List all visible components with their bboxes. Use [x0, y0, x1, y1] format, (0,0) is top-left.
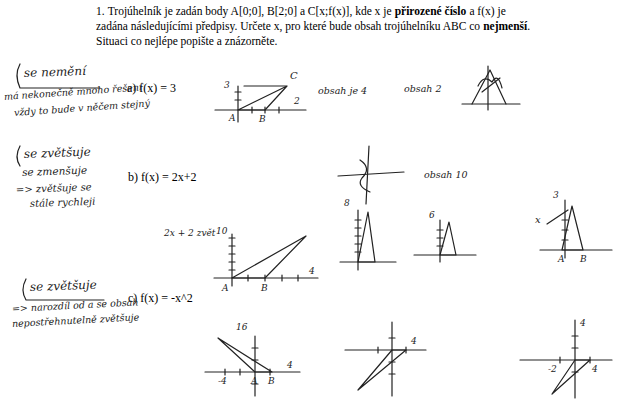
- handwritten-note: obsah 2: [404, 84, 442, 95]
- handwritten-note: obsah 10: [424, 170, 468, 181]
- task-text-segment: Trojúhelník je zadán body A[0;0], B[2;0]…: [108, 5, 392, 17]
- graph-b1: [214, 234, 318, 286]
- axis-label: 4: [411, 336, 417, 346]
- axis-label: A: [251, 376, 258, 386]
- graph-c1: [205, 336, 300, 396]
- graph-b2: [340, 210, 396, 270]
- graph-cross: [338, 146, 404, 204]
- axis-label: 2: [294, 96, 300, 106]
- handwritten-note: se nemění: [24, 65, 86, 81]
- axis-label: 3: [224, 80, 230, 90]
- axis-label: A: [222, 283, 229, 293]
- axis-label: 8: [344, 198, 350, 208]
- axis-label: B: [259, 114, 266, 124]
- axis-label: 6: [429, 210, 435, 220]
- task-text-segment: 1.: [96, 5, 105, 17]
- axis-label: B: [580, 254, 587, 264]
- axis-label: 3: [553, 190, 559, 200]
- graph-c3: [520, 320, 612, 398]
- axis-label: x: [535, 214, 541, 226]
- axis-label: 4: [592, 364, 598, 374]
- handwritten-note: se zvětšuje: [24, 146, 91, 162]
- graph-b4: [540, 200, 612, 258]
- handwritten-note: se zvětšuje: [30, 279, 97, 295]
- axis-label: -2: [548, 364, 557, 374]
- graph-c2: [345, 322, 426, 396]
- handwritten-note: nepostřehnutelně zvětšuje: [12, 312, 140, 330]
- task-text: 1.Trojúhelník je zadán body A[0;0], B[2;…: [96, 4, 536, 49]
- graph-a2: [462, 66, 520, 110]
- axis-label: 4: [287, 360, 293, 370]
- axis-label: 4: [309, 266, 315, 276]
- graph-b3: [414, 220, 476, 262]
- axis-label: B: [268, 376, 275, 386]
- axis-label: 16: [236, 322, 247, 332]
- axis-label: 4: [580, 318, 586, 328]
- axis-label: C: [290, 70, 298, 82]
- handwritten-note: stále rychleji: [30, 196, 96, 210]
- note-bracket: [17, 64, 100, 88]
- handwritten-note: 2x + 2 zvět: [164, 228, 215, 238]
- axis-label: A: [229, 113, 236, 123]
- handwritten-note: => zvětšuje se: [16, 181, 92, 195]
- handwritten-note: se zmenšuje: [22, 164, 87, 178]
- subtask-label: b) f(x) = 2x+2: [128, 171, 197, 185]
- note-bracket: [17, 146, 20, 166]
- handwritten-note: vždy to bude v něčem stejný: [14, 99, 151, 119]
- axis-label: B: [261, 283, 268, 293]
- handwritten-note: => narozdíl od a se obsah: [12, 297, 139, 315]
- task-text-segment: nejmenší: [483, 20, 527, 32]
- handwritten-note: obsah je 4: [318, 86, 367, 97]
- axis-label: A: [558, 254, 565, 264]
- task-text-segment: přirozené číslo: [395, 5, 467, 17]
- axis-label: -4: [218, 376, 227, 386]
- note-bracket: [23, 279, 104, 300]
- axis-label: 10: [216, 226, 227, 236]
